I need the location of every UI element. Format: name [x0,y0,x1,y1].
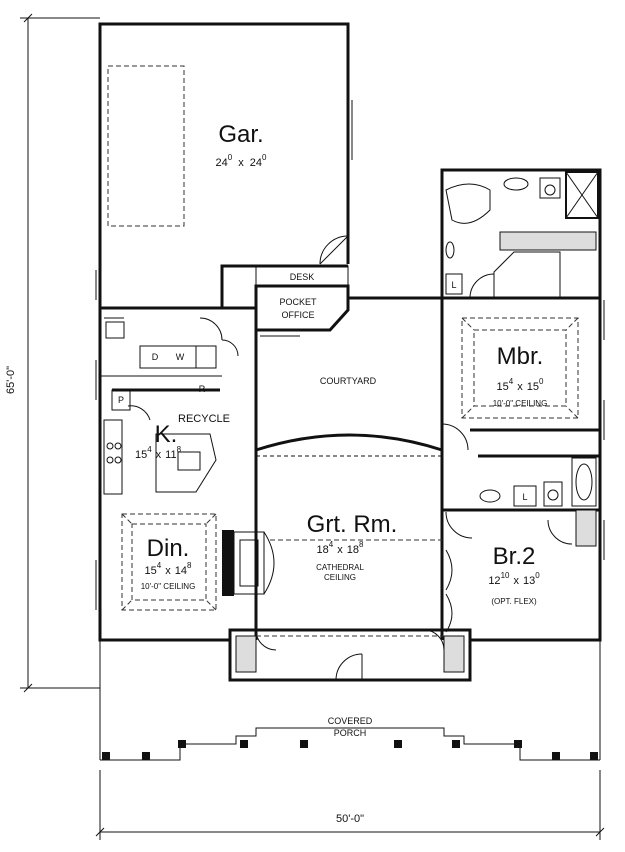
master-bedroom [441,317,600,451]
dining-ceiling: 10'-0" CEILING [141,582,196,591]
hall-bath [442,454,600,539]
pocket-office-label-1: POCKET [279,297,317,307]
overall-depth-label: 65'-0" [5,366,17,394]
bedroom2-note: (OPT. FLEX) [491,597,537,606]
pocket-office-label-2: OFFICE [282,310,315,320]
house-walls [95,168,605,642]
garage-name: Gar. [218,121,263,148]
kitchen-name: K. [155,421,178,448]
master-bath [442,171,600,300]
master-linen-label: L [451,280,456,290]
entry-foyer [228,628,472,682]
dryer-label: D [152,352,159,362]
recycle-label: RECYCLE [178,413,230,425]
bedroom-2 [445,509,597,633]
covered-porch [99,640,601,761]
great-room-ceiling-2: CEILING [324,573,356,582]
dimension-lines [20,13,605,840]
refrigerator-label: R [199,384,206,394]
laundry-area [100,317,239,377]
master-name: Mbr. [497,343,544,370]
master-ceiling: 10'-0" CEILING [493,399,548,408]
pantry-label: P [118,395,124,405]
fireplace [222,530,275,596]
pocket-office [254,265,350,332]
bedroom2-name: Br.2 [493,543,536,570]
great-room-name: Grt. Rm. [307,511,398,538]
great-room-ceiling-1: CATHEDRAL [316,563,364,572]
washer-label: W [176,352,185,362]
porch-label-2: PORCH [334,728,367,738]
courtyard-label: COURTYARD [320,376,377,386]
overall-width-label: 50'-0" [336,813,364,825]
desk-label: DESK [290,272,315,282]
dining-room [121,513,217,611]
dining-name: Din. [147,535,190,562]
parking-outline [107,65,185,227]
porch-label-1: COVERED [328,716,373,726]
kitchen-fixtures [103,388,220,495]
bath-linen-label: L [522,492,527,502]
